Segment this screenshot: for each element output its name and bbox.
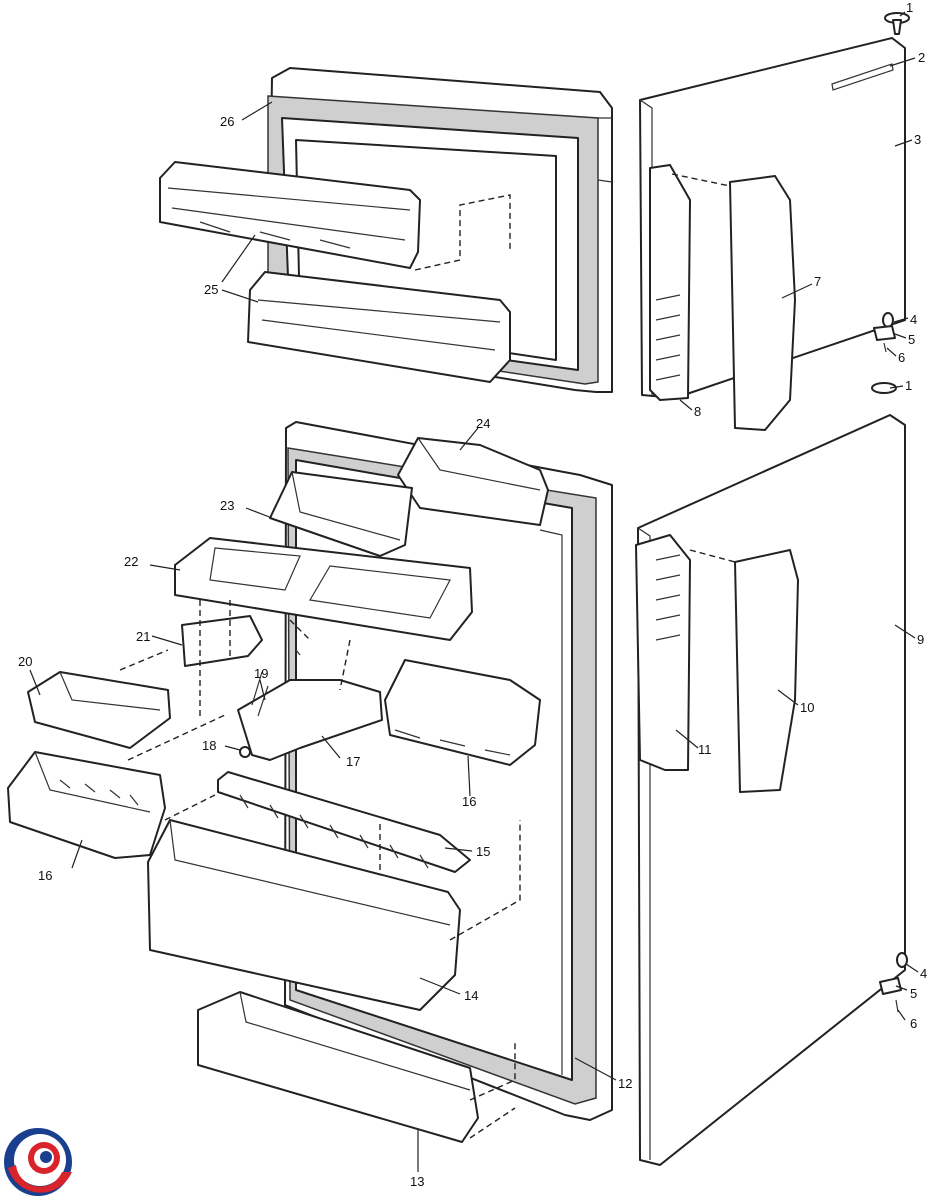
callout-c3: 3 xyxy=(914,132,921,147)
dairy-door-cover xyxy=(397,437,549,526)
callout-c11: 11 xyxy=(698,742,712,757)
callout-c8: 8 xyxy=(694,404,701,419)
fresh-handle-bracket xyxy=(635,534,691,771)
freezer-door-handle xyxy=(729,175,796,431)
callout-c16a: 16 xyxy=(38,868,52,883)
callout-c6a: 6 xyxy=(898,350,905,365)
callout-c19: 19 xyxy=(254,666,268,681)
callout-c1b: 1 xyxy=(905,378,912,393)
hinge-parts-lower xyxy=(879,952,908,1013)
callout-c5a: 5 xyxy=(908,332,915,347)
callout-c20: 20 xyxy=(18,654,32,669)
callout-c7: 7 xyxy=(814,274,821,289)
fresh-bin-mount-lines xyxy=(119,600,521,1139)
callout-c4a: 4 xyxy=(910,312,917,327)
callout-c1a: 1 xyxy=(906,0,913,15)
door-bin-right xyxy=(384,659,541,766)
hinge-cap-middle xyxy=(871,382,897,394)
callout-c17: 17 xyxy=(346,754,360,769)
leader-lines xyxy=(29,11,919,1172)
callout-c25: 25 xyxy=(204,282,218,297)
callout-c10: 10 xyxy=(800,700,814,715)
callout-c21: 21 xyxy=(136,629,150,644)
callout-labels: 1 2 3 4 5 6 7 8 1 9 10 11 4 5 6 12 13 14… xyxy=(18,0,927,1189)
freezer-door-bin-upper xyxy=(159,161,421,269)
snack-drawer xyxy=(27,671,171,749)
callout-c16b: 16 xyxy=(462,794,476,809)
bin-rail-15 xyxy=(217,771,471,873)
bottom-door-bin xyxy=(197,991,479,1143)
freezer-bin-mount-line xyxy=(414,194,511,271)
bracket-left xyxy=(181,615,263,667)
callout-c5b: 5 xyxy=(910,986,917,1001)
fresh-handle-mount-line xyxy=(689,549,736,563)
callout-c2: 2 xyxy=(918,50,925,65)
fresh-door-handle xyxy=(734,549,799,793)
freezer-door-bin-lower xyxy=(247,271,511,383)
gallon-door-bin xyxy=(147,819,461,1011)
callout-c12: 12 xyxy=(618,1076,632,1091)
small-door-bin xyxy=(269,471,413,557)
door-bin-left xyxy=(7,751,166,859)
swirl-logo-icon xyxy=(4,1128,72,1196)
callout-c22: 22 xyxy=(124,554,138,569)
callout-c4b: 4 xyxy=(920,966,927,981)
callout-c26: 26 xyxy=(220,114,234,129)
callout-c24: 24 xyxy=(476,416,490,431)
hinge-parts-upper xyxy=(873,312,896,353)
callout-c15: 15 xyxy=(476,844,490,859)
callout-c6b: 6 xyxy=(910,1016,917,1031)
mounting-screw xyxy=(239,746,251,758)
callout-c23: 23 xyxy=(220,498,234,513)
callout-c14: 14 xyxy=(464,988,478,1003)
egg-shelf-tray xyxy=(174,537,473,641)
callout-c18: 18 xyxy=(202,738,216,753)
callout-c13: 13 xyxy=(410,1174,424,1189)
callout-c9: 9 xyxy=(917,632,924,647)
freezer-handle-bracket xyxy=(649,164,691,401)
wine-rack-bracket xyxy=(237,671,383,761)
hinge-cap-upper xyxy=(884,12,910,35)
